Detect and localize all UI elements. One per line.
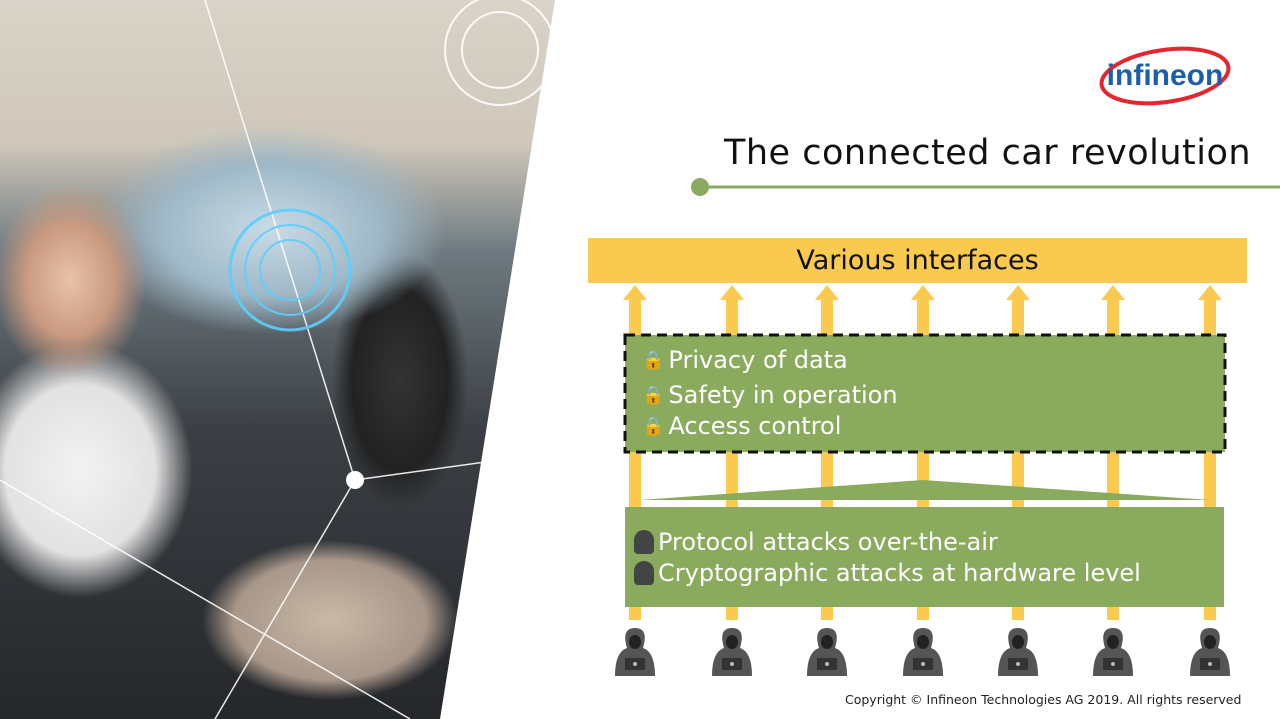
hacker-icon: [1093, 628, 1133, 676]
lock-icon: 🔒: [642, 415, 665, 437]
connectivity-overlay: [0, 0, 555, 719]
hacker-icon: [998, 628, 1038, 676]
protection-item: 🔒Access control: [642, 412, 842, 440]
banner-label: Various interfaces: [796, 245, 1039, 276]
svg-text:infineon: infineon: [1107, 59, 1224, 92]
attack-item: Cryptographic attacks at hardware level: [634, 559, 1141, 587]
protection-box: [623, 333, 1227, 454]
hacker-icon: [712, 628, 752, 676]
hacker-icon: [615, 628, 655, 676]
protection-item: 🔒Privacy of data: [642, 346, 848, 374]
hacker-icon: [634, 561, 654, 585]
lock-icon: 🔒: [642, 349, 665, 371]
hacker-icon: [903, 628, 943, 676]
attack-item: Protocol attacks over-the-air: [634, 528, 998, 556]
arrow-head: [623, 285, 647, 300]
arrow-head: [911, 285, 935, 300]
protection-item: 🔒Safety in operation: [642, 381, 898, 409]
interfaces-banner: [588, 238, 1247, 283]
arrow-head: [1006, 285, 1030, 300]
arrow-head: [815, 285, 839, 300]
infineon-logo: infineon: [1099, 46, 1231, 106]
hacker-icon: [1190, 628, 1230, 676]
arrow-head: [1101, 285, 1125, 300]
slide-title: The connected car revolution: [724, 133, 1252, 173]
hacker-icon: [807, 628, 847, 676]
lock-icon: 🔒: [642, 384, 665, 406]
attacks-box: [625, 507, 1224, 607]
copyright-text: Copyright © Infineon Technologies AG 201…: [845, 692, 1242, 707]
arrow-head: [720, 285, 744, 300]
arrow-head: [1198, 285, 1222, 300]
hacker-icon: [634, 530, 654, 554]
